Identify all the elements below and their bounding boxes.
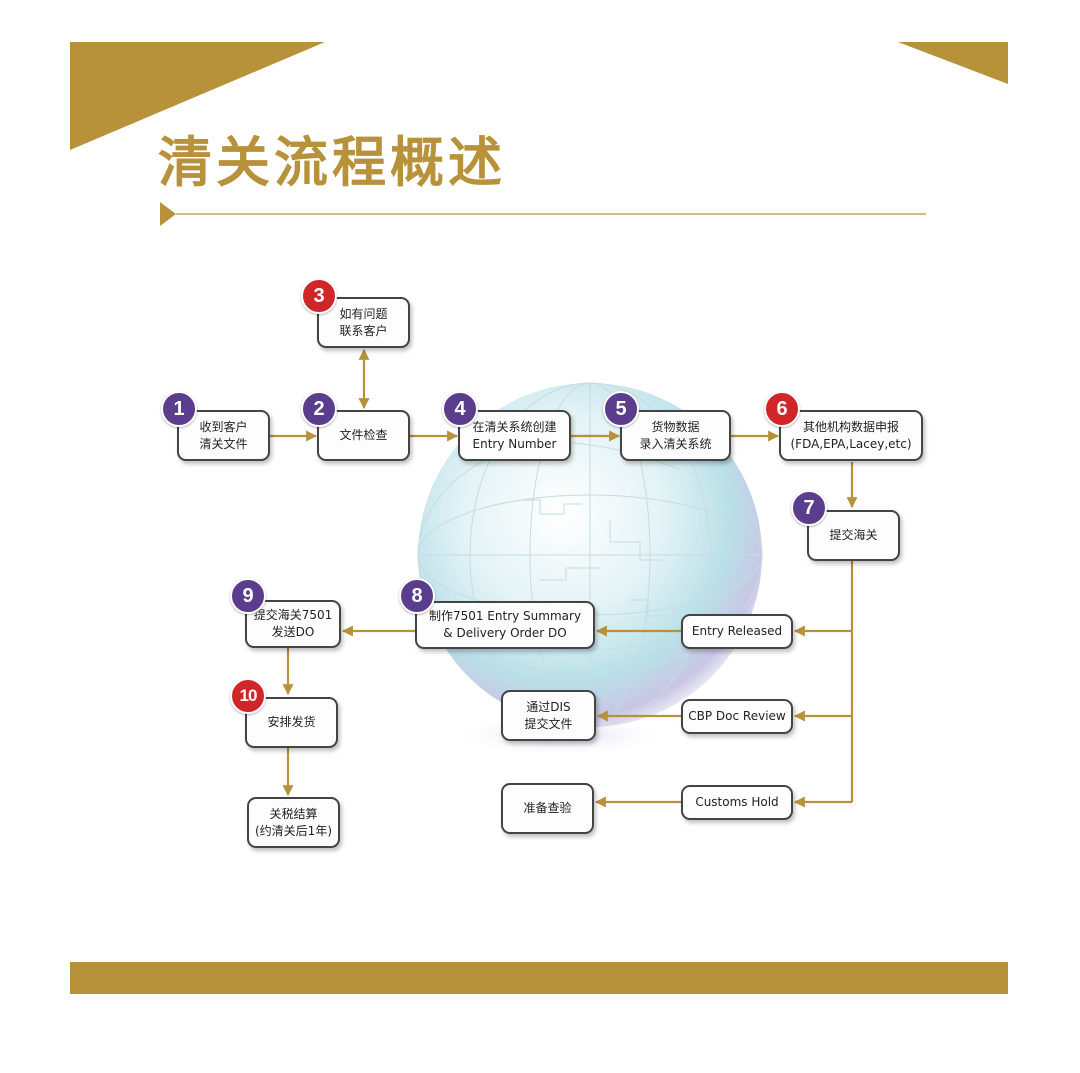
dis-line1: 通过DIS [526, 699, 571, 714]
step-3-box: 如有问题联系客户 [317, 297, 410, 348]
customs-hold-box: Customs Hold [681, 785, 793, 820]
step-7-badge: 7 [791, 490, 827, 526]
step-6-line1: 其他机构数据申报 [802, 419, 899, 434]
step-5-badge: 5 [603, 391, 639, 427]
step-10-line1: 安排发货 [267, 715, 316, 729]
step-8-box: 制作7501 Entry Summary & Delivery Order DO [415, 601, 595, 649]
step-8-line1: 制作7501 Entry Summary [428, 609, 582, 623]
step-1-badge: 1 [161, 391, 197, 427]
step-5-line1: 货物数据 [651, 419, 700, 434]
tax-settlement-box: 关税结算 (约清关后1年) [247, 797, 340, 848]
top-left-gold-triangle [70, 42, 325, 150]
step-8-line2: & Delivery Order DO [443, 626, 567, 640]
step-7-line1: 提交海关 [829, 528, 878, 542]
step-5-box: 货物数据录入清关系统 [620, 410, 731, 461]
customs-hold-label: Customs Hold [695, 795, 779, 809]
step-1-line2: 清关文件 [199, 436, 248, 451]
dis-submit-box: 通过DIS 提交文件 [501, 690, 596, 741]
prepare-inspection-label: 准备查验 [523, 801, 572, 815]
tax-line1: 关税结算 [269, 806, 318, 821]
prepare-inspection-box: 准备查验 [501, 783, 594, 834]
step-4-line1: 在清关系统创建 [472, 419, 557, 434]
bottom-gold-bar [70, 962, 1008, 994]
step-6-line2: (FDA,EPA,Lacey,etc) [790, 436, 912, 451]
step-5-line2: 录入清关系统 [639, 436, 712, 451]
step-6-box: 其他机构数据申报 (FDA,EPA,Lacey,etc) [779, 410, 923, 461]
step-2-badge: 2 [301, 391, 337, 427]
step-4-box: 在清关系统创建 Entry Number [458, 410, 571, 461]
entry-released-box: Entry Released [681, 614, 793, 649]
step-3-line1: 如有问题 [339, 306, 388, 321]
tax-line2: (约清关后1年) [255, 823, 332, 838]
step-10-badge: 10 [230, 678, 266, 714]
flow-connectors [270, 348, 858, 808]
title-arrow-marker [160, 202, 176, 226]
step-4-badge: 4 [442, 391, 478, 427]
step-4-line2: Entry Number [472, 436, 557, 451]
step-10-box: 安排发货 [245, 697, 338, 748]
cbp-doc-review-box: CBP Doc Review [681, 699, 793, 734]
top-right-gold-triangle [898, 42, 1008, 84]
step-3-line2: 联系客户 [339, 323, 388, 338]
step-3-badge: 3 [301, 278, 337, 314]
step-9-badge: 9 [230, 578, 266, 614]
step-2-line1: 文件检查 [339, 428, 388, 442]
step-1-box: 收到客户清关文件 [177, 410, 270, 461]
step-9-line2: 发送DO [271, 625, 315, 639]
step-1-line1: 收到客户 [199, 419, 248, 434]
dis-line2: 提交文件 [524, 716, 573, 731]
step-8-badge: 8 [399, 578, 435, 614]
entry-released-label: Entry Released [691, 624, 783, 638]
page-title: 清关流程概述 [158, 131, 506, 194]
step-6-badge: 6 [764, 391, 800, 427]
cbp-doc-review-label: CBP Doc Review [688, 709, 786, 723]
step-9-line1: 提交海关7501 [253, 608, 333, 622]
